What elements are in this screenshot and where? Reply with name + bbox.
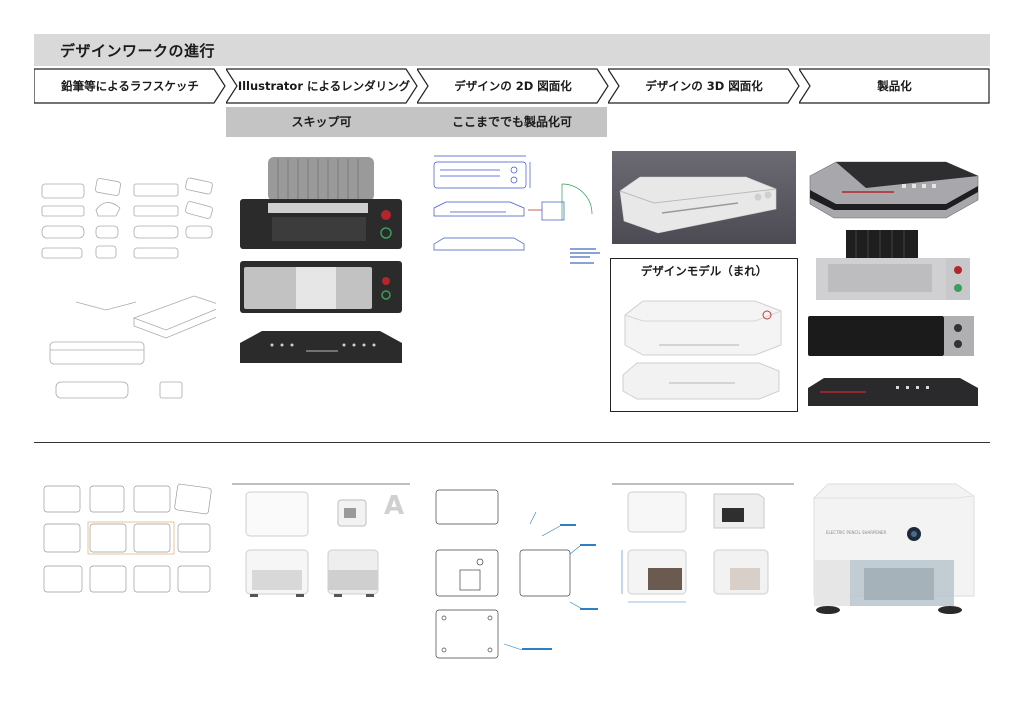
product-label: ELECTRIC PENCIL SHARPENER [826, 530, 886, 535]
step-label: Illustrator によるレンダリング [237, 79, 411, 93]
illustrator-rendering-laminator [240, 157, 402, 363]
2d-drawing-laminator [433, 155, 600, 264]
step-label: 鉛筆等によるラフスケッチ [61, 79, 199, 93]
step-productization: 製品化 [799, 68, 990, 104]
rough-sketch-sharpener [43, 483, 212, 593]
3d-rendering-laminator [612, 151, 796, 244]
step-rough-sketch: 鉛筆等によるラフスケッチ [34, 68, 226, 104]
illustrator-rendering-sharpener: A [232, 483, 410, 597]
drawing-letter: A [384, 491, 404, 521]
step-2d-drawing: デザインの 2D 図面化 [417, 68, 609, 104]
section-title-bar: デザインワークの進行 [34, 34, 990, 66]
step-label: 製品化 [877, 79, 912, 93]
section-divider [34, 442, 990, 443]
product-photo-laminator [808, 161, 979, 406]
2d-drawing-sharpener [435, 489, 598, 659]
step-3d-drawing: デザインの 3D 図面化 [608, 68, 800, 104]
3d-drawing-sharpener [612, 483, 794, 603]
note-skippable: スキップ可 [226, 107, 417, 137]
step-label: デザインの 3D 図面化 [645, 79, 763, 93]
design-model-title: デザインモデル（まれ） [640, 264, 768, 278]
design-model-panel: デザインモデル（まれ） [610, 258, 798, 412]
design-model-photo [622, 300, 782, 400]
note-productizable: ここまででも製品化可 [417, 107, 607, 137]
rough-sketch-laminator [41, 177, 216, 399]
step-illustrator-rendering: Illustrator によるレンダリング [226, 68, 418, 104]
step-label: デザインの 2D 図面化 [454, 79, 572, 93]
product-photo-sharpener: ELECTRIC PENCIL SHARPENER [813, 483, 975, 614]
page-title: デザインワークの進行 [60, 42, 216, 60]
